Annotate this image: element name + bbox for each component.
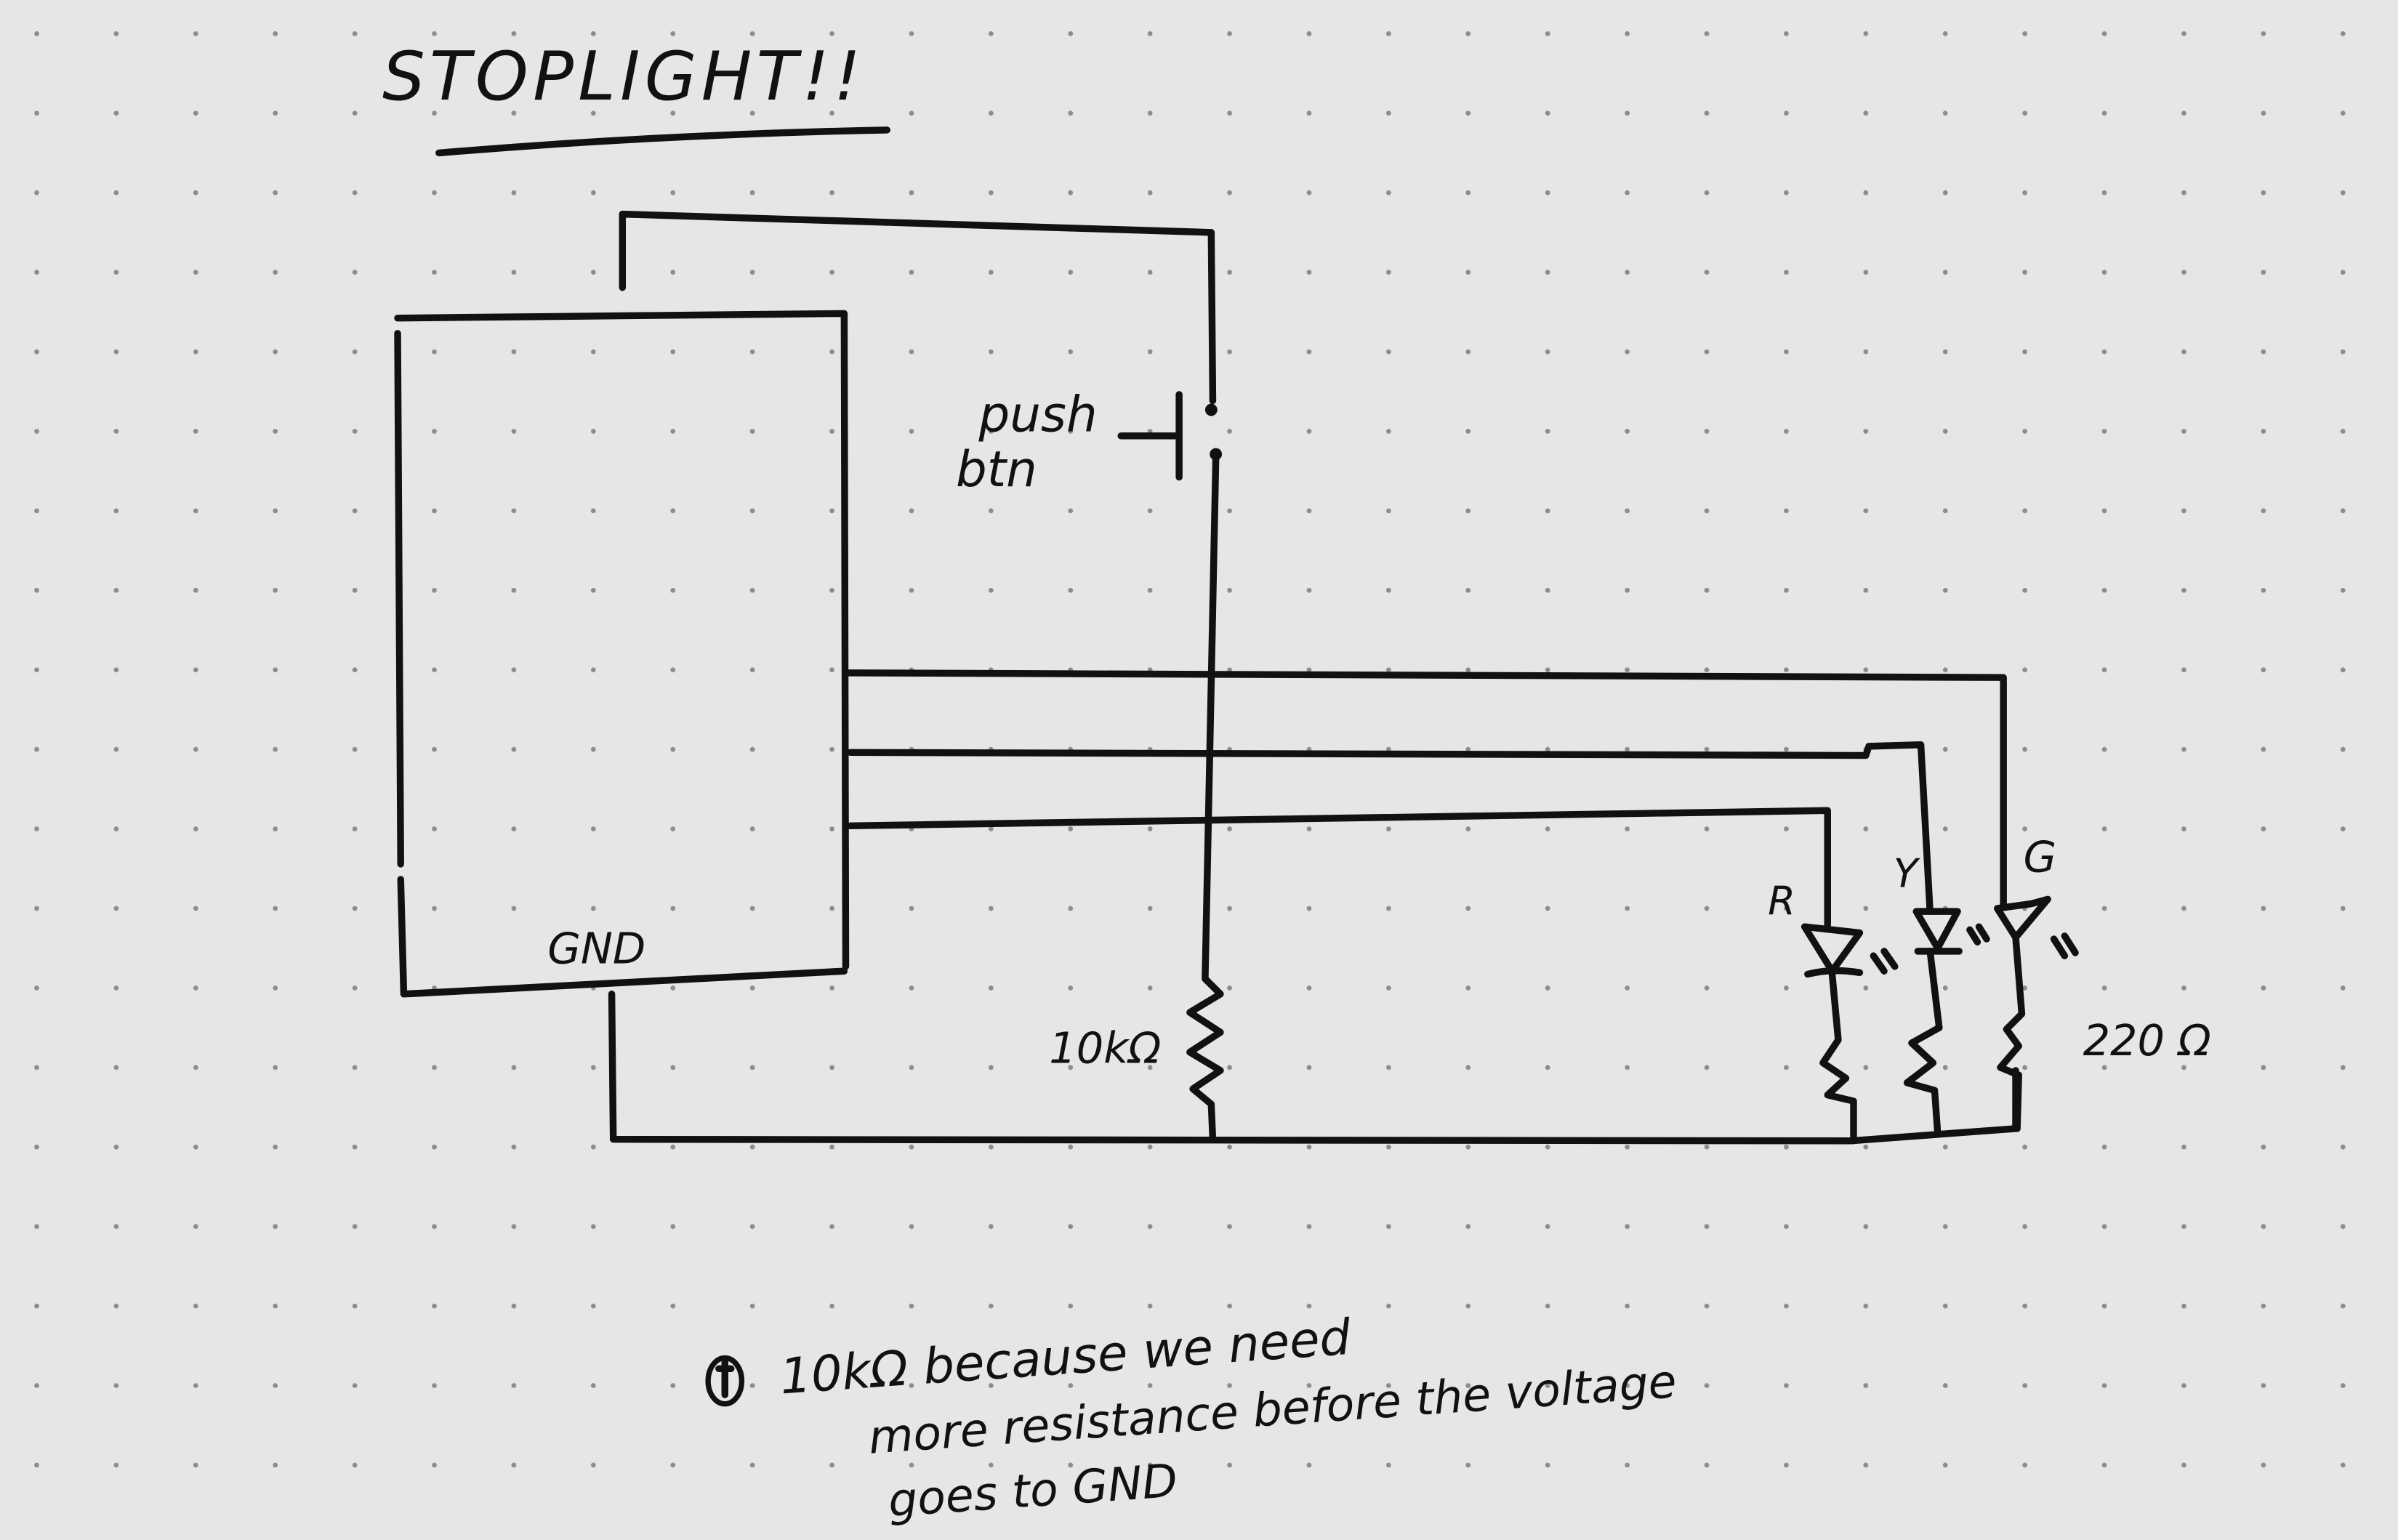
pulldown-resistor-label: 10kΩ [1049,1023,1161,1073]
yellow-led-symbol [1912,908,1990,955]
led-resistor-label: 220 Ω [2083,1015,2211,1065]
yellow-signal-wire [847,741,1934,915]
red-led-symbol [1800,923,1899,978]
title-underline [435,126,891,157]
page-title: STOPLIGHT!! [382,37,865,116]
yellow-led-resistor [1903,948,1943,1137]
green-led-resistor [1997,934,2026,1132]
green-signal-wire [845,669,2007,909]
red-led-resistor [1819,970,1857,1145]
red-signal-wire [847,807,1831,929]
green-led-label: G [2024,831,2057,882]
power-wire [619,210,1217,405]
yellow-led-label: Y [1894,850,1920,896]
microcontroller-board [394,310,850,998]
red-led-label: R [1768,877,1795,924]
push-button-label-1: push [978,386,1098,443]
pulldown-wire [1186,455,1224,1143]
gnd-label: GND [547,924,645,974]
note-marker-icon [705,1355,745,1407]
green-led-symbol [1994,895,2079,959]
push-button-label-2: btn [956,441,1037,498]
